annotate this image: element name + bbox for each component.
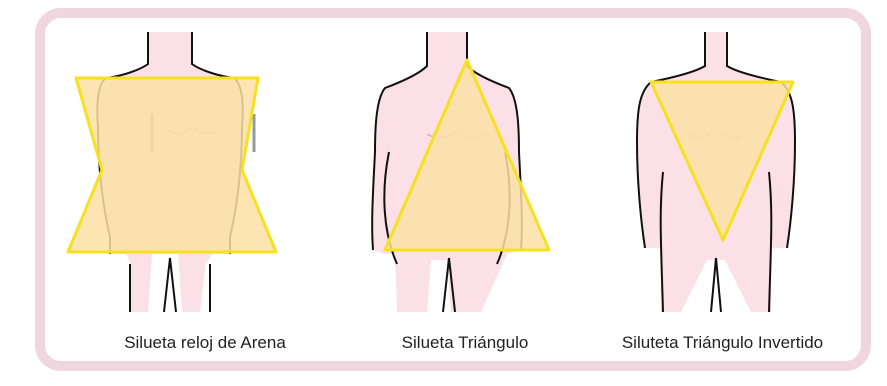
triangle-caption: Silueta Triángulo: [370, 331, 560, 355]
hourglass-caption: Silueta reloj de Arena: [90, 331, 320, 355]
inverted-triangle-caption: Siluteta Triángulo Invertido: [590, 331, 855, 355]
hourglass-figure: [60, 22, 320, 312]
inverted-triangle-figure: [585, 22, 845, 312]
triangle-figure: [337, 22, 597, 312]
hourglass-shape: [68, 78, 276, 252]
